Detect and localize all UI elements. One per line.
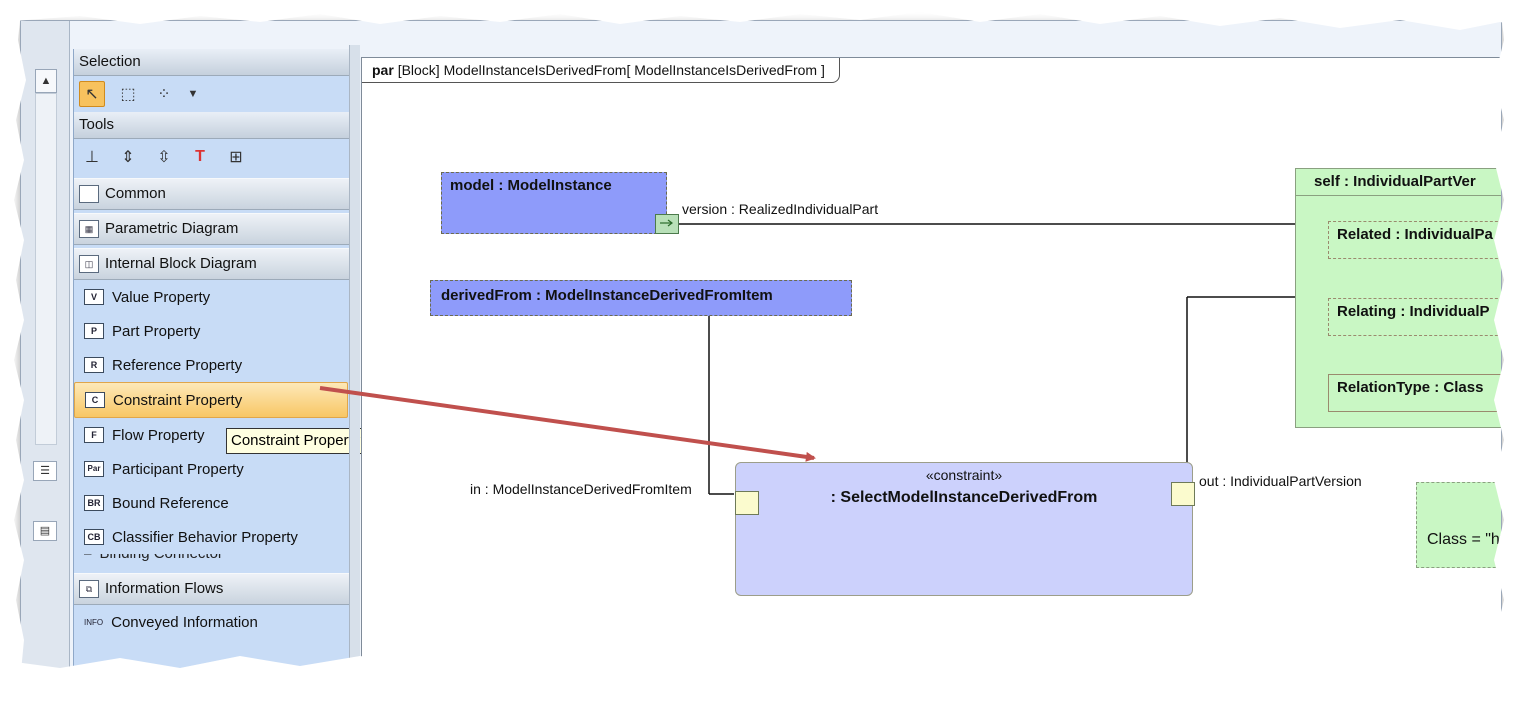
class-value-label: Class = "ht [1427,531,1502,548]
related-part-label: Related : IndividualPa [1337,226,1493,243]
part-property-icon: P [84,323,104,339]
selection-toolbar: ↖ ⬚ ⁘ ▼ [74,76,350,112]
text-tool-icon[interactable]: T [195,148,205,165]
palette-item-label: Bound Reference [112,494,229,512]
frame-title-text: [Block] ModelInstanceIsDerivedFrom[ Mode… [397,62,825,78]
palette-item-participant-property[interactable]: Par Participant Property [74,452,350,486]
palette-item-reference-property[interactable]: R Reference Property [74,348,350,382]
out-port[interactable] [1171,482,1195,506]
palette-item-label: Reference Property [112,356,243,374]
parametric-diagram-icon: ▦ [79,220,99,238]
relationtype-part-label: RelationType : Class [1337,379,1484,396]
derivedfrom-part[interactable]: derivedFrom : ModelInstanceDerivedFromIt… [430,280,852,316]
palette-item-bound-reference[interactable]: BR Bound Reference [74,486,350,520]
palette-item-label: Conveyed Information [111,613,258,631]
pointer-tool-icon[interactable]: ↖ [79,81,105,107]
palette-item-label: Part Property [112,322,201,340]
palette-item-label: Flow Property [112,426,205,444]
arrow-right-icon [660,219,673,227]
relating-part-label: Relating : IndividualP [1337,303,1490,320]
left-panel-icon-2[interactable]: ▤ [33,521,57,541]
model-part[interactable]: model : ModelInstance [441,172,667,234]
class-value-part[interactable]: Class = "ht [1416,482,1502,568]
chevron-down-icon[interactable]: ▼ [187,88,199,100]
group-info-flows-label: Information Flows [105,580,224,597]
tools-toolbar: ⊥ ⇕ ⇳ T ⊞ [74,139,350,175]
constraint-stereotype: «constraint» [925,467,1003,483]
frame-keyword: par [372,62,394,78]
tools-header: Tools [74,112,350,139]
self-part-label: self : IndividualPartVer [1296,169,1501,196]
relating-part[interactable]: Relating : IndividualP [1328,298,1501,336]
palette-item-label: Binding Connector [100,554,223,562]
derivedfrom-part-label: derivedFrom : ModelInstanceDerivedFromIt… [441,287,773,304]
participant-property-icon: Par [84,461,104,477]
left-scrollbar[interactable] [35,93,57,445]
constraint-property-block[interactable]: «constraint» : SelectModelInstanceDerive… [735,462,1193,596]
reference-property-icon: R [84,357,104,373]
group-parametric[interactable]: ▦ Parametric Diagram [74,213,350,245]
bound-reference-icon: BR [84,495,104,511]
scroll-up-icon[interactable]: ▲ [35,69,57,93]
value-property-icon: V [84,289,104,305]
group-common[interactable]: Common [74,178,350,210]
panel-splitter[interactable] [349,45,360,671]
information-flows-icon: ⧉ [79,580,99,598]
left-panel-icon[interactable]: ☰ [33,461,57,481]
palette-item-part-property[interactable]: P Part Property [74,314,350,348]
palette-item-constraint-property[interactable]: C Constraint Property [74,382,348,418]
palette-item-flow-property[interactable]: F Flow Property [74,418,350,452]
version-port[interactable] [655,214,679,234]
palette-item-label: Constraint Property [113,391,243,409]
selection-header: Selection [74,49,350,76]
classifier-behavior-icon: CB [84,529,104,545]
folder-icon [79,185,99,203]
constraint-name: : SelectModelInstanceDerivedFrom [830,489,1098,506]
ibd-icon: ◫ [79,255,99,273]
version-label: version : RealizedIndividualPart [682,201,879,217]
diagram-palette: Selection ↖ ⬚ ⁘ ▼ Tools ⊥ ⇕ ⇳ T ⊞ Common… [73,49,351,671]
tooltip: Constraint Property [226,428,366,454]
model-part-label: model : ModelInstance [450,177,612,194]
diagram-frame-title: par [Block] ModelInstanceIsDerivedFrom[ … [362,58,840,83]
in-port[interactable] [735,491,759,515]
layout-icon[interactable]: ⊞ [229,149,243,166]
left-collapsed-panel: ▲ ☰ ▤ [21,21,70,671]
palette-item-label: Classifier Behavior Property [112,528,298,546]
palette-item-classifier-behavior-property[interactable]: CB Classifier Behavior Property [74,520,350,554]
binding-connector-icon: ⎯ [84,554,92,562]
group-common-label: Common [105,185,166,202]
related-part[interactable]: Related : IndividualPa [1328,221,1501,259]
distribute-icon[interactable]: ⇳ [157,149,171,166]
align-vertical-icon[interactable]: ⇕ [121,149,135,166]
multi-select-icon[interactable]: ⁘ [157,86,171,103]
constraint-property-icon: C [85,392,105,408]
group-ibd-label: Internal Block Diagram [105,255,257,272]
diagram-canvas[interactable]: par [Block] ModelInstanceIsDerivedFrom[ … [361,57,1502,671]
marquee-select-icon[interactable]: ⬚ [120,86,136,103]
stamp-icon[interactable]: ⊥ [85,149,99,166]
relationtype-part[interactable]: RelationType : Class [1328,374,1501,412]
in-port-label: in : ModelInstanceDerivedFromItem [470,481,692,497]
out-port-label: out : IndividualPartVersion [1199,473,1362,489]
group-information-flows[interactable]: ⧉ Information Flows [74,573,350,605]
app-window: ▲ ☰ ▤ Selection ↖ ⬚ ⁘ ▼ Tools ⊥ ⇕ ⇳ T ⊞ … [20,20,1502,672]
conveyed-information-icon: INFO [84,617,104,627]
palette-item-label: Participant Property [112,460,244,478]
flow-property-icon: F [84,427,104,443]
group-parametric-label: Parametric Diagram [105,220,239,237]
palette-item-conveyed-information[interactable]: INFO Conveyed Information [74,605,350,639]
group-ibd[interactable]: ◫ Internal Block Diagram [74,248,350,280]
palette-item-label: Value Property [112,288,211,306]
palette-item-binding-connector[interactable]: ⎯ Binding Connector [74,554,350,570]
palette-item-value-property[interactable]: V Value Property [74,280,350,314]
